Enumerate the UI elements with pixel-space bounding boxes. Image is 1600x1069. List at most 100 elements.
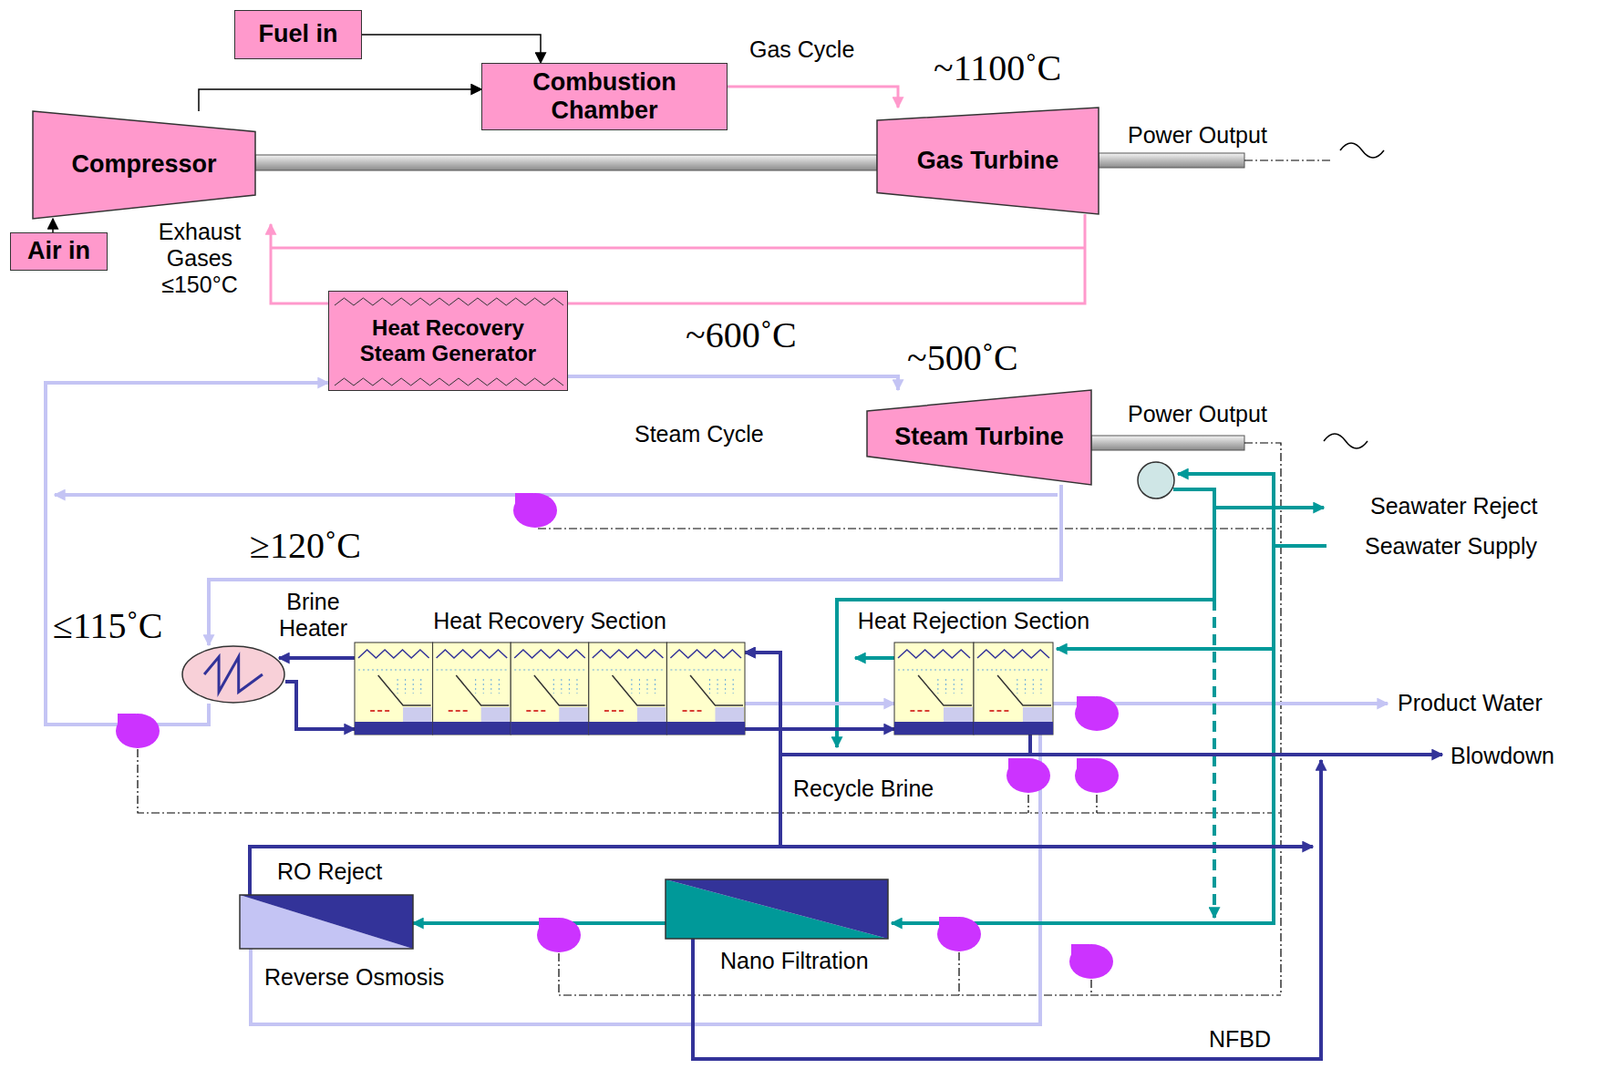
stage-block-outline: [354, 642, 745, 735]
node-heading: Heat Rejection Section: [857, 608, 1090, 635]
flow-connector: [744, 701, 895, 706]
pump-symbol: [536, 918, 581, 953]
heater-shell: [182, 646, 285, 703]
condensate-pipe: [54, 493, 1058, 497]
process-box: Heat Recovery Steam Generator: [328, 290, 568, 392]
annotation-label: Power Output: [1127, 122, 1268, 149]
temperature-label: ~500˚C: [907, 337, 1019, 380]
seawater-pipe: [1177, 474, 1274, 547]
exhaust-pipe: [270, 224, 329, 304]
power-line: [1244, 159, 1333, 161]
pump-symbol: [513, 493, 558, 528]
temperature-label: ~600˚C: [685, 314, 797, 357]
flow-connector: [285, 681, 355, 730]
ac-symbol: [1340, 143, 1384, 158]
blowdown-pipe: [1030, 734, 1443, 755]
pump-symbol: [1074, 758, 1119, 794]
heater-ellipse: Brine Heater: [181, 645, 286, 704]
condenser-symbol: [1137, 462, 1175, 499]
input-box: Air in: [10, 232, 108, 271]
seawater-pipe: [1056, 647, 1274, 651]
node-label: Fuel in: [258, 20, 339, 49]
control-line: [1027, 794, 1029, 814]
membrane-side: [239, 895, 413, 950]
annotation-label: Recycle Brine: [793, 775, 934, 803]
annotation-label: Power Output: [1127, 401, 1268, 428]
control-line: [137, 749, 1281, 814]
flow-connector: [567, 214, 1085, 304]
membrane-box: Reverse Osmosis: [239, 895, 413, 950]
flow-connector: [198, 89, 482, 112]
node-heading: Nano Filtration: [720, 948, 869, 975]
turbine-outline: [877, 107, 1099, 215]
gas-output-shaft: [1098, 153, 1245, 168]
stage-block: Heat Rejection Section: [894, 642, 1053, 735]
brine-pipe: [780, 845, 1313, 849]
seawater-pipe: [836, 489, 1215, 748]
steam-output-shaft: [1091, 435, 1245, 451]
heat-coil: [334, 378, 564, 386]
flash-stage: [666, 642, 745, 735]
flash-stage: [973, 642, 1053, 735]
temperature-label: ~1100˚C: [933, 47, 1062, 90]
membrane-outline: [665, 879, 888, 940]
pump-symbol: [1006, 758, 1051, 794]
membrane-side: [665, 879, 888, 940]
temperature-label: ≤115˚C: [52, 605, 163, 648]
flash-stage: [510, 642, 589, 735]
control-line: [1090, 980, 1092, 996]
flash-stage: [894, 642, 974, 735]
control-line: [537, 527, 1281, 529]
temperature-label: ≥120˚C: [249, 525, 362, 568]
process-box: Combustion Chamber: [481, 62, 728, 131]
annotation-label: Product Water: [1397, 690, 1543, 717]
node-label: Combustion Chamber: [490, 68, 719, 125]
turbine-outline: [867, 390, 1092, 486]
control-line: [958, 952, 960, 996]
control-lines: [137, 160, 1333, 996]
node-label: Heat Recovery Steam Generator: [337, 315, 559, 366]
heat-coil: [334, 298, 564, 306]
flow-connector: [744, 727, 895, 732]
annotation-label: NFBD: [1208, 1026, 1271, 1053]
node-heading: Reverse Osmosis: [264, 964, 444, 991]
node-label: Air in: [27, 237, 91, 266]
node-heading: Brine Heater: [269, 588, 357, 642]
seawater-pipe: [1212, 599, 1217, 919]
annotation-label: Blowdown: [1450, 743, 1555, 770]
annotation-label: Steam Cycle: [634, 421, 764, 448]
input-box: Fuel in: [234, 10, 362, 60]
brine-pipe: [278, 656, 355, 661]
ac-symbol: [1323, 433, 1368, 449]
membrane-outline: [239, 895, 413, 950]
membrane-box-outline: [239, 895, 413, 950]
turbine-shape: Gas Turbine: [877, 107, 1099, 215]
compressor-shape: Compressor: [32, 111, 256, 219]
flash-stage: [433, 642, 512, 735]
flow-connector: [361, 34, 541, 63]
pump-symbol: [115, 713, 160, 749]
seawater-lines: [836, 474, 1327, 924]
turbine-shape: Steam Turbine: [867, 390, 1092, 486]
membrane-box-outline: [665, 879, 888, 940]
seawater-pipe: [891, 546, 1327, 924]
node-label: Compressor: [71, 150, 217, 179]
annotation-label: Seawater Supply: [1364, 533, 1538, 560]
heater-coil: [204, 657, 263, 692]
node-heading: Heat Recovery Section: [433, 608, 667, 635]
flow-connector: [727, 86, 899, 108]
annotation-label: Gas Cycle: [749, 36, 855, 63]
annotation-label: Seawater Reject: [1370, 493, 1538, 520]
stage-block-outline: [894, 642, 1053, 735]
stage-block: Heat Recovery Section: [354, 642, 745, 735]
gas-shaft: [255, 154, 878, 171]
annotation-label: RO Reject: [277, 858, 382, 886]
membrane-box: Nano Filtration: [665, 879, 888, 940]
fresh-water-lines: [54, 495, 1388, 1025]
flash-stage: [354, 642, 434, 735]
flow-connector: [51, 218, 54, 233]
pump-symbol: [937, 917, 981, 952]
annotation-label: Exhaust Gases ≤150°C: [145, 218, 254, 299]
seawater-pipe: [1214, 505, 1324, 510]
